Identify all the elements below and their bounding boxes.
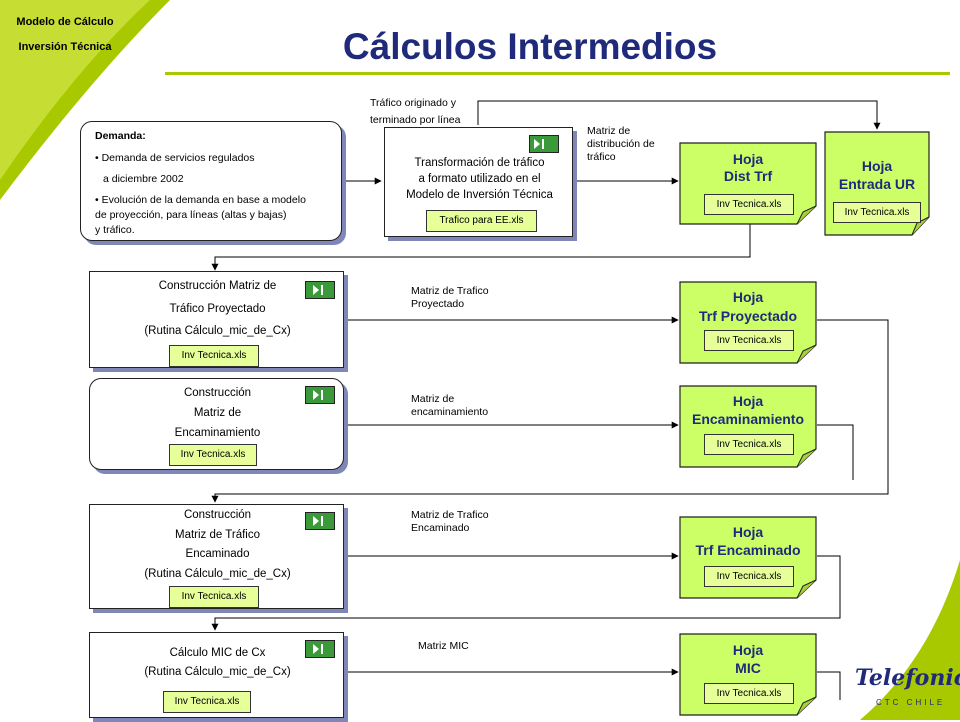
sheet-entrada-ur-tag: Inv Tecnica.xls: [833, 202, 921, 223]
macro-button-icon[interactable]: [305, 640, 335, 658]
demand-bullet1-line1: • Demanda de servicios regulados: [95, 152, 255, 164]
label-traffic-orig-1: Tráfico originado y: [370, 97, 456, 109]
macro-button-icon[interactable]: [305, 512, 335, 530]
encaminado-line2: Matriz de Tráfico: [175, 529, 260, 541]
label-proj-1: Matriz de Trafico: [411, 285, 489, 297]
macro-button-icon[interactable]: [305, 386, 335, 404]
transform-line3: Modelo de Inversión Técnica: [406, 189, 553, 201]
transform-line1: Transformación de tráfico: [414, 157, 545, 169]
sheet-entrada-ur-line2: Entrada UR: [838, 176, 916, 192]
process-routing: Construcción Matriz de Encaminamiento In…: [89, 378, 344, 470]
enc-line1: Construcción: [183, 387, 252, 399]
demand-bullet2-line3: y tráfico.: [95, 224, 135, 236]
transform-process-box: Transformación de tráfico a formato util…: [384, 127, 573, 237]
sheet-trf-proyectado-line1: Hoja: [732, 289, 764, 305]
model-name-line2: Inversión Técnica: [18, 41, 112, 53]
label-encaminado-2: Encaminado: [411, 522, 470, 534]
label-mic: Matriz MIC: [418, 640, 469, 652]
label-enc-2: encaminamiento: [411, 406, 489, 418]
proj-file-tag: Inv Tecnica.xls: [169, 345, 259, 367]
demand-heading: Demanda:: [95, 130, 146, 142]
sheet-trf-proyectado-line2: Trf Proyectado: [698, 308, 798, 324]
proj-line2: Tráfico Proyectado: [169, 303, 266, 315]
demand-bullet2-line1: • Evolución de la demanda en base a mode…: [95, 194, 306, 206]
label-enc-1: Matriz de: [411, 393, 455, 405]
sheet-trf-encaminado-tag: Inv Tecnica.xls: [704, 566, 794, 587]
sheet-mic-line1: Hoja: [732, 642, 764, 658]
encaminado-line1: Construcción: [183, 509, 252, 521]
mic-line2: (Rutina Cálculo_mic_de_Cx): [144, 666, 291, 678]
telefonica-logo: Telefonica: [855, 665, 960, 691]
label-dist-3: tráfico: [587, 151, 616, 163]
enc-file-tag: Inv Tecnica.xls: [169, 444, 257, 466]
sheet-mic-line2: MIC: [735, 660, 761, 676]
mic-file-tag: Inv Tecnica.xls: [163, 691, 251, 713]
title-underline: [165, 72, 950, 75]
enc-line3: Encaminamiento: [174, 427, 261, 439]
demand-box: Demanda: • Demanda de servicios regulado…: [80, 121, 342, 241]
arrow-proj-sheet-to-encaminado: [211, 319, 889, 503]
label-traffic-orig-2: terminado por línea: [370, 114, 461, 126]
sheet-mic-tag: Inv Tecnica.xls: [704, 683, 794, 704]
encaminado-line4: (Rutina Cálculo_mic_de_Cx): [144, 568, 291, 580]
sheet-dist-trf-line1: Hoja: [732, 151, 764, 167]
demand-bullet1-line2: a diciembre 2002: [103, 173, 184, 185]
sheet-entrada-ur-line1: Hoja: [861, 158, 893, 174]
enc-line2: Matriz de: [193, 407, 242, 419]
connector-mic-sheet: [817, 671, 841, 700]
encaminado-file-tag: Inv Tecnica.xls: [169, 586, 259, 608]
arrow-encaminado-sheet-to-mic: [211, 555, 841, 631]
transform-file-tag: Trafico para EE.xls: [426, 210, 537, 232]
label-encaminado-1: Matriz de Trafico: [411, 509, 489, 521]
process-mic: Cálculo MIC de Cx (Rutina Cálculo_mic_de…: [89, 632, 344, 718]
arrow-dist-to-proj: [211, 223, 751, 271]
corner-decoration-bottom: [860, 560, 960, 720]
demand-bullet2-line2: de proyección, para líneas (altas y baja…: [95, 209, 287, 221]
label-dist-2: distribución de: [587, 138, 655, 150]
sheet-trf-proyectado-tag: Inv Tecnica.xls: [704, 330, 794, 351]
mic-line1: Cálculo MIC de Cx: [169, 647, 266, 659]
sheet-encaminamiento-tag: Inv Tecnica.xls: [704, 434, 794, 455]
label-proj-2: Proyectado: [411, 298, 465, 310]
arrow-transform-to-entrada: [477, 100, 881, 130]
page-title: Cálculos Intermedios: [342, 26, 718, 67]
corner-decoration: [0, 0, 170, 200]
sheet-dist-trf-tag: Inv Tecnica.xls: [704, 194, 794, 215]
transform-line2: a formato utilizado en el: [418, 173, 541, 185]
sheet-trf-encaminado-line1: Hoja: [732, 524, 764, 540]
label-dist-1: Matriz de: [587, 125, 631, 137]
sheet-encaminamiento-line1: Hoja: [732, 393, 764, 409]
macro-button-icon[interactable]: [305, 281, 335, 299]
encaminado-line3: Encaminado: [185, 548, 250, 560]
sheet-dist-trf-line2: Dist Trf: [723, 168, 773, 184]
logo-subtitle: CTC CHILE: [876, 698, 946, 707]
sheet-encaminamiento-line2: Encaminamiento: [691, 411, 805, 427]
connector-enc-sheet: [817, 424, 854, 480]
process-routed-traffic: Construcción Matriz de Tráfico Encaminad…: [89, 504, 344, 609]
proj-line3: (Rutina Cálculo_mic_de_Cx): [144, 325, 291, 337]
process-traffic-projected: Construcción Matriz de Tráfico Proyectad…: [89, 271, 344, 368]
sheet-trf-encaminado-line2: Trf Encaminado: [695, 542, 801, 558]
proj-line1: Construcción Matriz de: [158, 280, 277, 292]
model-name-line1: Modelo de Cálculo: [16, 16, 114, 28]
macro-button-icon[interactable]: [529, 135, 559, 153]
